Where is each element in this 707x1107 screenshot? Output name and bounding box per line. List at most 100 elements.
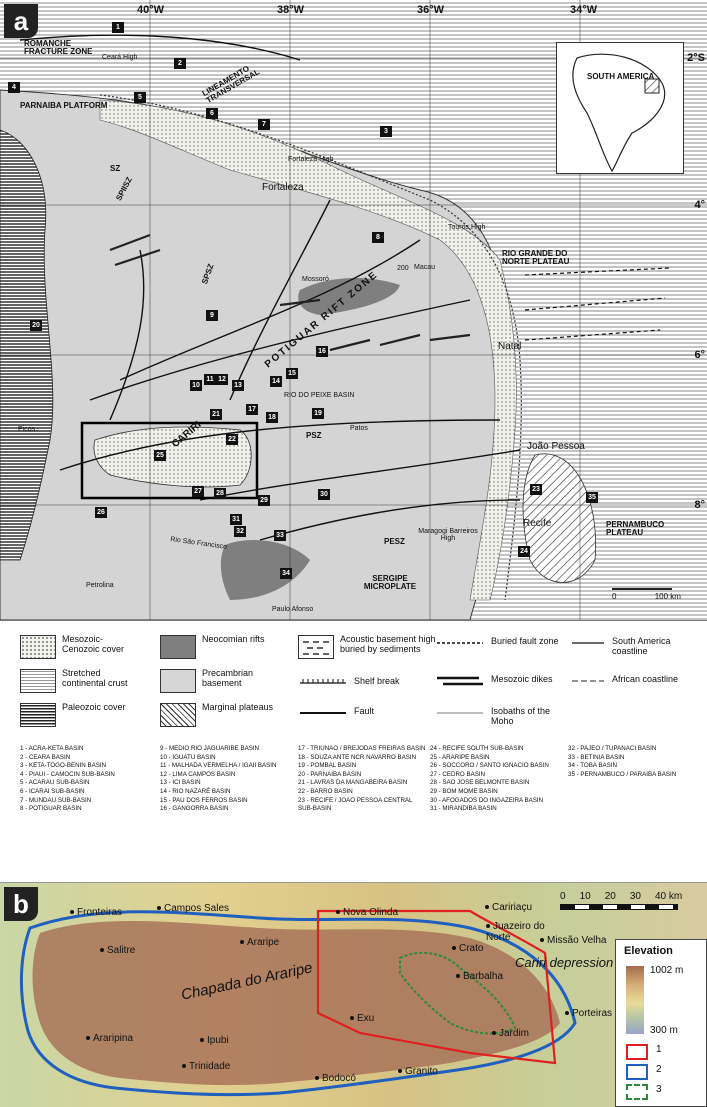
basin-number: 3: [380, 126, 392, 137]
key-label: 2: [656, 1064, 662, 1075]
legend-item: Mesozoic-Cenozoic cover: [20, 634, 140, 659]
map-label: Macau: [414, 264, 436, 271]
map-label: João Pessoa: [527, 441, 585, 452]
key-label: 3: [656, 1084, 662, 1095]
basin-number: 2: [174, 58, 186, 69]
scale-tick: 0: [560, 891, 566, 902]
legend-swatch: [20, 669, 56, 693]
buried-fault-zones: [524, 267, 671, 341]
map-label: PSZ: [306, 431, 322, 440]
town-label: Ipubi: [200, 1035, 229, 1046]
map-label: Picos: [18, 426, 36, 433]
south-america-outline: [572, 53, 666, 173]
elevation-max: 1002 m: [650, 965, 684, 976]
legend-item: Shelf break: [298, 676, 448, 689]
legend-label: Mesozoic dikes: [491, 674, 553, 684]
basin-number: 17: [246, 404, 258, 415]
basin-list-col5: 32 - PAJEO / TUPANACI BASIN 33 - BETINIA…: [568, 745, 677, 778]
map-label: Fortaleza: [262, 182, 304, 193]
map-label: Paulo Afonso: [272, 606, 314, 613]
basin-number: 4: [8, 82, 20, 93]
basin-number: 13: [232, 380, 244, 391]
boundary-2: [19, 910, 577, 1097]
basin-number: 22: [226, 434, 238, 445]
town-label: Granito: [398, 1066, 438, 1077]
legend-item: Fault: [298, 706, 448, 719]
town-label: Campos Sales: [157, 903, 229, 914]
legend-item: Precambrian basement: [160, 668, 280, 693]
basin-list-col4: 24 - RECIFE SOUTH SUB-BASIN 25 - ARARIPE…: [430, 745, 549, 813]
key-swatch-2: [626, 1064, 648, 1080]
legend-swatch: [570, 675, 606, 687]
legend-label: Fault: [354, 706, 375, 716]
town-label: Exu: [350, 1013, 374, 1024]
map-label: Petrolina: [86, 582, 114, 589]
study-area-rectangle: [80, 421, 259, 500]
map-label: Fortaleza High: [288, 156, 334, 163]
scale-tick: 20: [604, 891, 616, 902]
legend-item: Acoustic basement high buried by sedimen…: [298, 634, 448, 659]
basin-list-col2: 9 - MEDIO RIO JAGUARIBE BASIN 10 - IGUAT…: [160, 745, 277, 813]
legend-label: Isobaths of the Moho: [491, 706, 551, 726]
latitude-label: 4°: [694, 199, 705, 211]
latitude-label: 8°: [694, 499, 705, 511]
basin-number: 26: [95, 507, 107, 518]
scale-bar: 0 10 20 30 40 km: [560, 891, 682, 910]
inset-label: SOUTH AMERICA: [587, 72, 655, 81]
panel-a-letter: a: [4, 4, 38, 38]
scale-bar: 0 100 km: [612, 588, 681, 601]
elevation-color-ramp: [626, 966, 644, 1034]
legend-label: Marginal plateaus: [202, 702, 274, 712]
legend-label: South America coastline: [612, 636, 671, 656]
town-label: Caririaçu: [485, 902, 532, 913]
town-label: Araripina: [86, 1033, 133, 1044]
basin-number: 5: [134, 92, 146, 103]
tucano-rift: [220, 540, 310, 600]
map-label: Patos: [350, 425, 368, 432]
potiguar-rift: [298, 278, 400, 315]
basin-number: 14: [270, 376, 282, 387]
legend-swatch: [435, 675, 485, 687]
map-label: PESZ: [384, 537, 405, 546]
basin-number: 11: [204, 374, 216, 385]
legend-swatch: [298, 635, 334, 659]
basin-number: 35: [586, 492, 598, 503]
basin-number: 34: [280, 568, 292, 579]
panel-b-letter: b: [4, 887, 38, 921]
basin-number: 19: [312, 408, 324, 419]
legend-label: Mesozoic-Cenozoic cover: [62, 634, 125, 654]
south-america-inset: SOUTH AMERICA: [556, 42, 684, 174]
legend-label: Shelf break: [354, 676, 400, 686]
basin-number: 24: [518, 546, 530, 557]
town-label: Jardim: [492, 1028, 529, 1039]
map-label: Recife: [523, 518, 552, 529]
basin-list-col3: 17 - TRIUNAO / BREJODAS FREIRAS BASIN 18…: [298, 745, 426, 813]
scale-end: 100 km: [654, 592, 681, 601]
key-swatch-1: [626, 1044, 648, 1060]
basin-number: 28: [214, 488, 226, 499]
map-label: Touros High: [448, 224, 486, 231]
basin-number: 15: [286, 368, 298, 379]
elevation-legend: Elevation 1002 m 300 m 1 2 3: [615, 939, 707, 1107]
mesozoic-cover-coast: [99, 99, 517, 601]
legend-swatch: [20, 703, 56, 727]
elevation-min: 300 m: [650, 1025, 678, 1036]
town-label: Araripe: [240, 937, 279, 948]
legend-label: Acoustic basement high buried by sedimen…: [340, 634, 436, 654]
scale-tick: 40 km: [654, 891, 683, 902]
legend-label: Paleozoic cover: [62, 702, 126, 712]
map-label: Ceará High: [102, 54, 138, 61]
legend-swatch: [298, 707, 348, 719]
town-label: Bodocó: [315, 1073, 356, 1084]
legend-swatch: [160, 669, 196, 693]
basin-list-col1: 1 - ACRA-KETA BASIN 2 - CEARA BASIN 3 - …: [20, 745, 115, 813]
legend-item: South America coastline: [570, 636, 705, 657]
town-label: Missão Velha: [540, 935, 606, 946]
basin-number: 32: [234, 526, 246, 537]
map-label: Natal: [498, 341, 522, 352]
longitude-label: 36°W: [417, 4, 445, 16]
map-label: PARNAIBA PLATFORM: [20, 101, 108, 110]
legend-item: Mesozoic dikes: [435, 674, 575, 687]
legend-label: Buried fault zone: [491, 636, 559, 646]
legend-swatch: [20, 635, 56, 659]
